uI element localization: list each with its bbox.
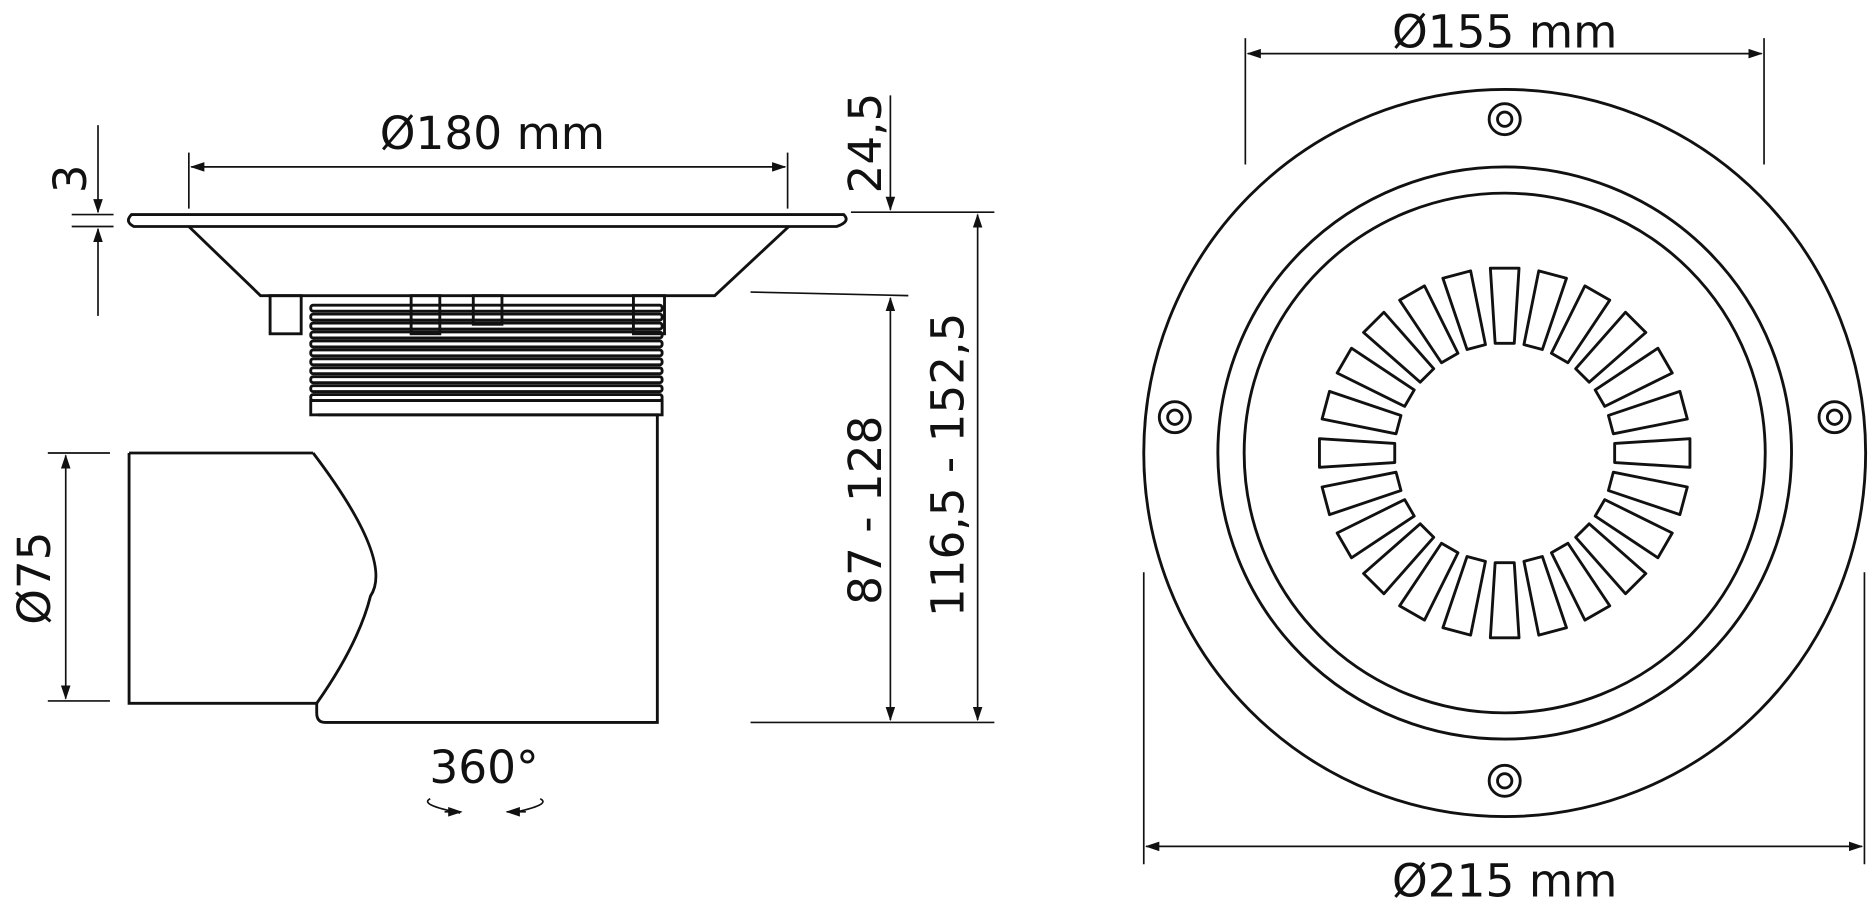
grate-slot [1488,561,1521,640]
outer-ring [1142,87,1868,819]
screw-icon [1157,400,1192,435]
top-view: Ø155 mm Ø215 mm [1142,6,1868,906]
grate-slot [1549,284,1612,365]
grate-slot [1593,346,1674,408]
grate-slot [1441,269,1487,351]
total-range-label: 116,5 - 152,5 [921,313,974,617]
dimension-lines [47,95,995,724]
screw-icon [1487,763,1522,798]
middle-ring [1216,165,1793,741]
screw-icon [1487,102,1522,137]
grate-slot [1398,541,1460,622]
side-view: Ø180 mm 3 Ø75 24,5 87 - 128 116,5 - 152,… [8,93,995,817]
flange [127,213,848,228]
grate-slot [1593,498,1674,560]
grate-slot [1574,522,1648,596]
grate-slot [1320,470,1403,517]
grate-slot [1607,470,1689,517]
grate-slot [1335,498,1416,560]
screw-icon [1817,400,1852,435]
thread-rib [309,303,664,313]
grate-slot [1607,389,1689,436]
grate-slot [1488,266,1521,345]
grate-slot [1335,346,1416,408]
thread-rib [309,339,664,349]
top-height-label: 24,5 [839,93,892,194]
grate-slot [1362,310,1436,384]
outer-diameter-label: Ø215 mm [1392,855,1617,906]
bolt [268,294,303,336]
grate-slot [1318,437,1397,469]
rotation-label: 360° [429,741,538,794]
thread-rib [309,348,664,358]
grate-slot [1574,310,1648,384]
flange-thickness-label: 3 [44,164,97,193]
grate-ring [1242,191,1767,715]
thread-rib [309,330,664,340]
thread-rib [309,384,664,394]
grate-slot [1320,389,1403,436]
grate-diameter-label: Ø155 mm [1392,6,1617,59]
outlet-pipe [127,451,378,705]
thread-rib [309,375,664,385]
grate-slots [1318,266,1692,640]
thread-rib [309,366,664,376]
body [315,413,659,724]
grate-slot [1362,522,1436,596]
thread-rib [309,357,664,367]
dimension-lines [1142,38,1866,865]
grate-slot [1441,555,1487,637]
grate-slot [1522,555,1568,637]
grate-slot [1613,437,1692,469]
thread-rib [309,312,664,322]
grate-slot [1549,541,1612,622]
threaded-body [309,303,664,402]
collar [309,399,664,417]
outlet-diameter-label: Ø75 [8,532,61,625]
funnel [187,225,790,298]
adjust-range-label: 87 - 128 [839,416,892,605]
grate-slot [1398,284,1460,365]
grate-slot [1522,269,1568,351]
screws [1157,102,1852,798]
thread-rib [309,321,664,331]
flange-diameter-label: Ø180 mm [380,107,605,160]
rotation-arrow-icon [426,797,544,817]
